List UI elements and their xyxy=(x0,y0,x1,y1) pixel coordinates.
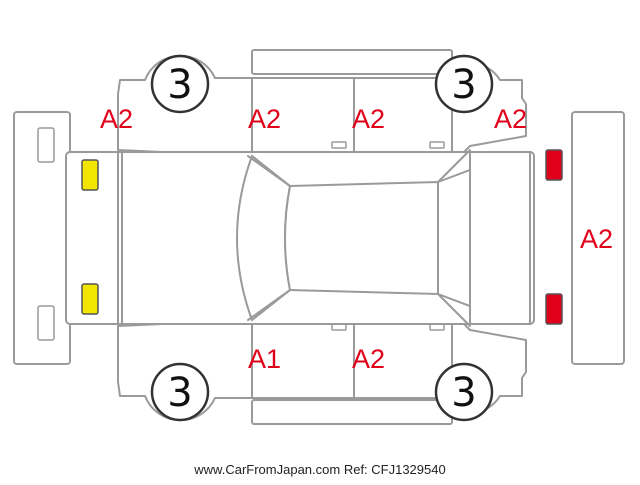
roof-edge-bottom xyxy=(251,399,453,425)
trunk xyxy=(469,151,531,325)
rear-bumper xyxy=(571,111,625,365)
tire-front-left-value: 3 xyxy=(167,62,192,108)
tire-rear-right-value: 3 xyxy=(451,370,476,416)
car-top-view xyxy=(65,149,535,327)
hood-front-edge xyxy=(117,151,123,325)
damage-code-rear-door-right: A2 xyxy=(352,344,385,374)
door-handle-top-front xyxy=(331,141,347,149)
tire-rear-left-value: 3 xyxy=(451,62,476,108)
front-bumper-vent-bottom xyxy=(37,305,55,341)
tire-rear-left: 3 xyxy=(434,54,494,114)
roof-edge-top xyxy=(251,49,453,75)
headlamp-top xyxy=(81,159,99,191)
damage-code-rear-door-left: A2 xyxy=(352,104,385,134)
damage-code-front-door-right: A1 xyxy=(248,344,281,374)
damage-code-front-door-left: A2 xyxy=(248,104,281,134)
rear-window xyxy=(437,168,471,308)
door-handle-top-rear xyxy=(429,141,445,149)
taillamp-bottom xyxy=(545,293,563,325)
front-bumper xyxy=(13,111,71,365)
headlamp-bottom xyxy=(81,283,99,315)
tire-rear-right: 3 xyxy=(434,362,494,422)
taillamp-top xyxy=(545,149,563,181)
front-bumper-vent-top xyxy=(37,127,55,163)
roof xyxy=(284,180,439,296)
tire-front-right-value: 3 xyxy=(167,370,192,416)
damage-code-rear-bumper: A2 xyxy=(580,224,613,254)
damage-code-rear-quarter-left: A2 xyxy=(494,104,527,134)
tire-front-right: 3 xyxy=(150,362,210,422)
tire-front-left: 3 xyxy=(150,54,210,114)
footer-reference: www.CarFromJapan.com Ref: CFJ1329540 xyxy=(193,462,445,477)
damage-code-front-fender-left: A2 xyxy=(100,104,133,134)
